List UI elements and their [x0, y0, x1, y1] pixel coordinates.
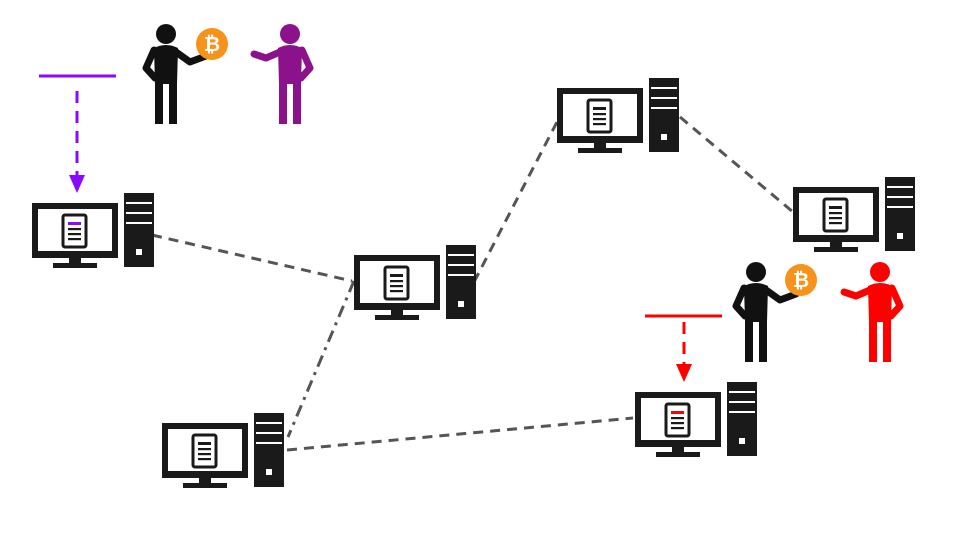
power-button-icon	[266, 469, 272, 475]
power-button-icon	[136, 249, 142, 255]
link-node-center-to-node-top	[472, 121, 559, 283]
link-node-bottom-left-to-node-bottom-right	[286, 416, 634, 452]
transaction-right	[645, 314, 722, 382]
computer-node-left	[32, 193, 154, 268]
monitor-base	[656, 452, 700, 457]
power-button-icon	[458, 301, 464, 307]
computer-node-bottom-left	[162, 413, 284, 488]
document-icon	[664, 402, 691, 438]
sender-person-left-icon	[142, 24, 210, 124]
monitor-base	[53, 263, 97, 268]
transactions-layer	[39, 74, 722, 382]
arrow-down-icon	[69, 175, 85, 193]
tower-case	[254, 413, 284, 487]
tower-case	[649, 78, 679, 152]
people-layer: ₿₿	[142, 24, 904, 362]
monitor-base	[814, 247, 858, 252]
tower-case	[727, 382, 757, 456]
transaction-left	[39, 74, 116, 193]
monitor-stand	[594, 143, 606, 149]
monitor-stand	[199, 478, 211, 484]
document-icon	[61, 213, 88, 249]
coin-symbol: ₿	[204, 32, 220, 56]
tower-case	[446, 245, 476, 319]
link-node-top-to-node-right	[679, 115, 794, 214]
computer-node-right	[793, 177, 915, 252]
links-layer	[151, 115, 794, 452]
coin-symbol: ₿	[793, 268, 809, 292]
bitcoin-coin-right-icon: ₿	[785, 264, 817, 296]
tower-case	[885, 177, 915, 251]
computer-node-center	[354, 245, 476, 320]
document-icon	[822, 197, 849, 233]
link-node-left-to-node-center	[151, 233, 353, 283]
monitor-stand	[391, 310, 403, 316]
monitor-base	[183, 483, 227, 488]
power-button-icon	[661, 134, 667, 140]
arrow-down-icon	[676, 364, 692, 382]
tower-case	[124, 193, 154, 267]
nodes-layer	[32, 78, 915, 488]
document-icon	[191, 433, 218, 469]
monitor-stand	[69, 258, 81, 264]
recipient-person-left-icon	[250, 24, 314, 124]
monitor-base	[578, 148, 622, 153]
bitcoin-coin-left-icon: ₿	[196, 28, 228, 60]
document-icon	[586, 98, 613, 134]
computer-node-top	[557, 78, 679, 153]
recipient-person-right-icon	[840, 262, 904, 362]
link-node-center-to-node-bottom-left	[286, 280, 356, 438]
monitor-base	[375, 315, 419, 320]
monitor-stand	[672, 447, 684, 453]
sender-person-right-icon	[732, 262, 800, 362]
power-button-icon	[897, 233, 903, 239]
monitor-stand	[830, 242, 842, 248]
document-icon	[383, 265, 410, 301]
computer-node-bottom-right	[635, 382, 757, 457]
power-button-icon	[739, 438, 745, 444]
